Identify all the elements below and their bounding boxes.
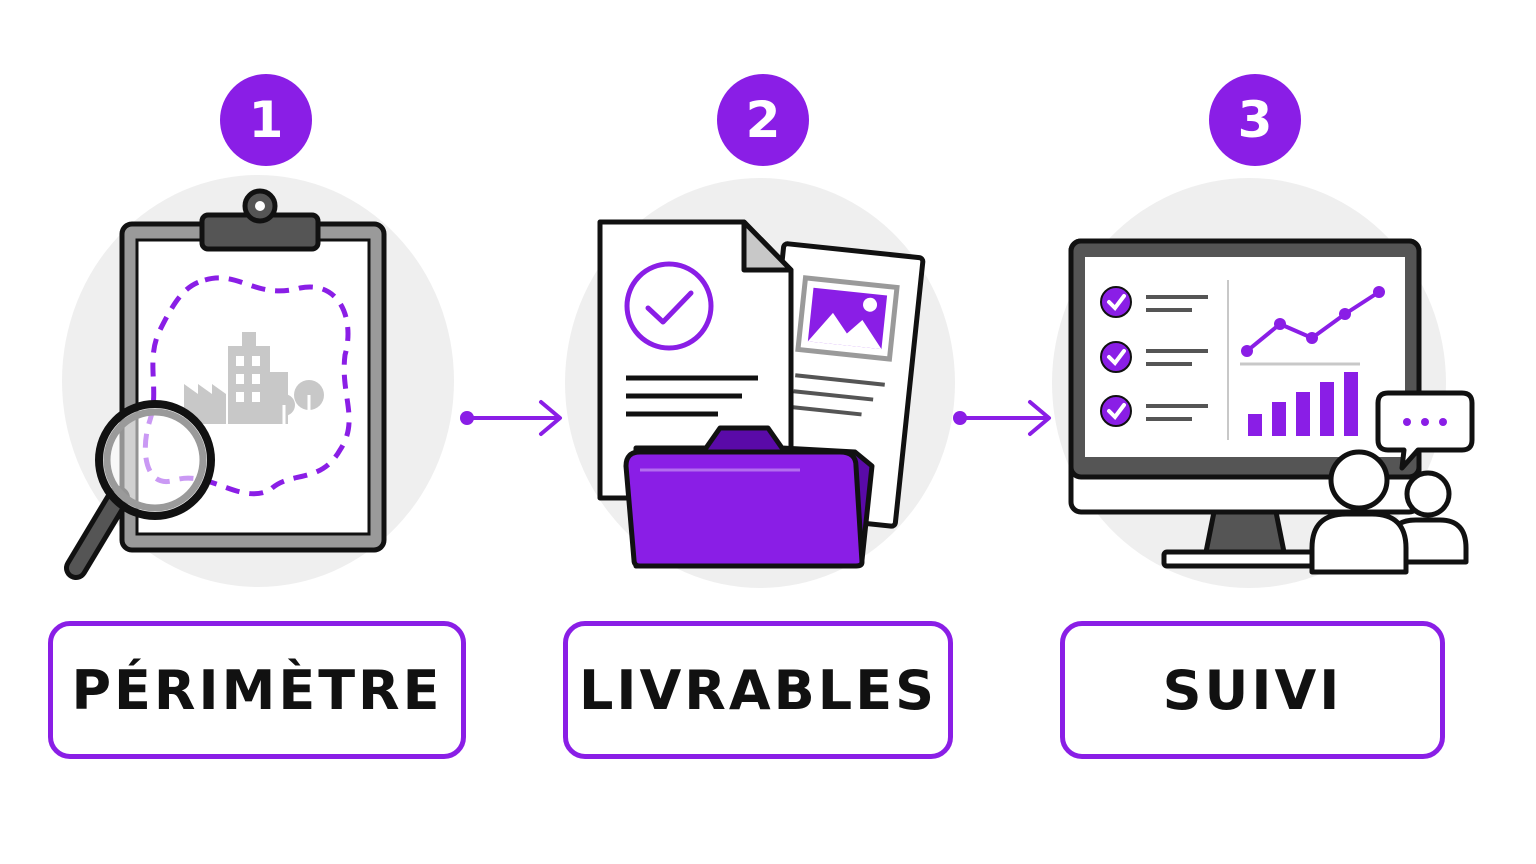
- step-label-box: PÉRIMÈTRE: [48, 621, 466, 759]
- step-label: PÉRIMÈTRE: [71, 658, 443, 722]
- step-label-box: LIVRABLES: [563, 621, 953, 759]
- step-number-badge: 3: [1209, 74, 1301, 166]
- step-number-badge: 1: [220, 74, 312, 166]
- step-label: LIVRABLES: [578, 658, 937, 722]
- step-number-badge: 2: [717, 74, 809, 166]
- step-label: SUIVI: [1162, 658, 1343, 722]
- monitor-dashboard-icon: [1068, 238, 1475, 575]
- arrow-right-icon: [953, 400, 1051, 436]
- step-label-box: SUIVI: [1060, 621, 1445, 759]
- documents-folder-icon: [597, 219, 926, 569]
- clipboard-magnifier-icon: [64, 188, 387, 580]
- arrow-right-icon: [460, 400, 562, 436]
